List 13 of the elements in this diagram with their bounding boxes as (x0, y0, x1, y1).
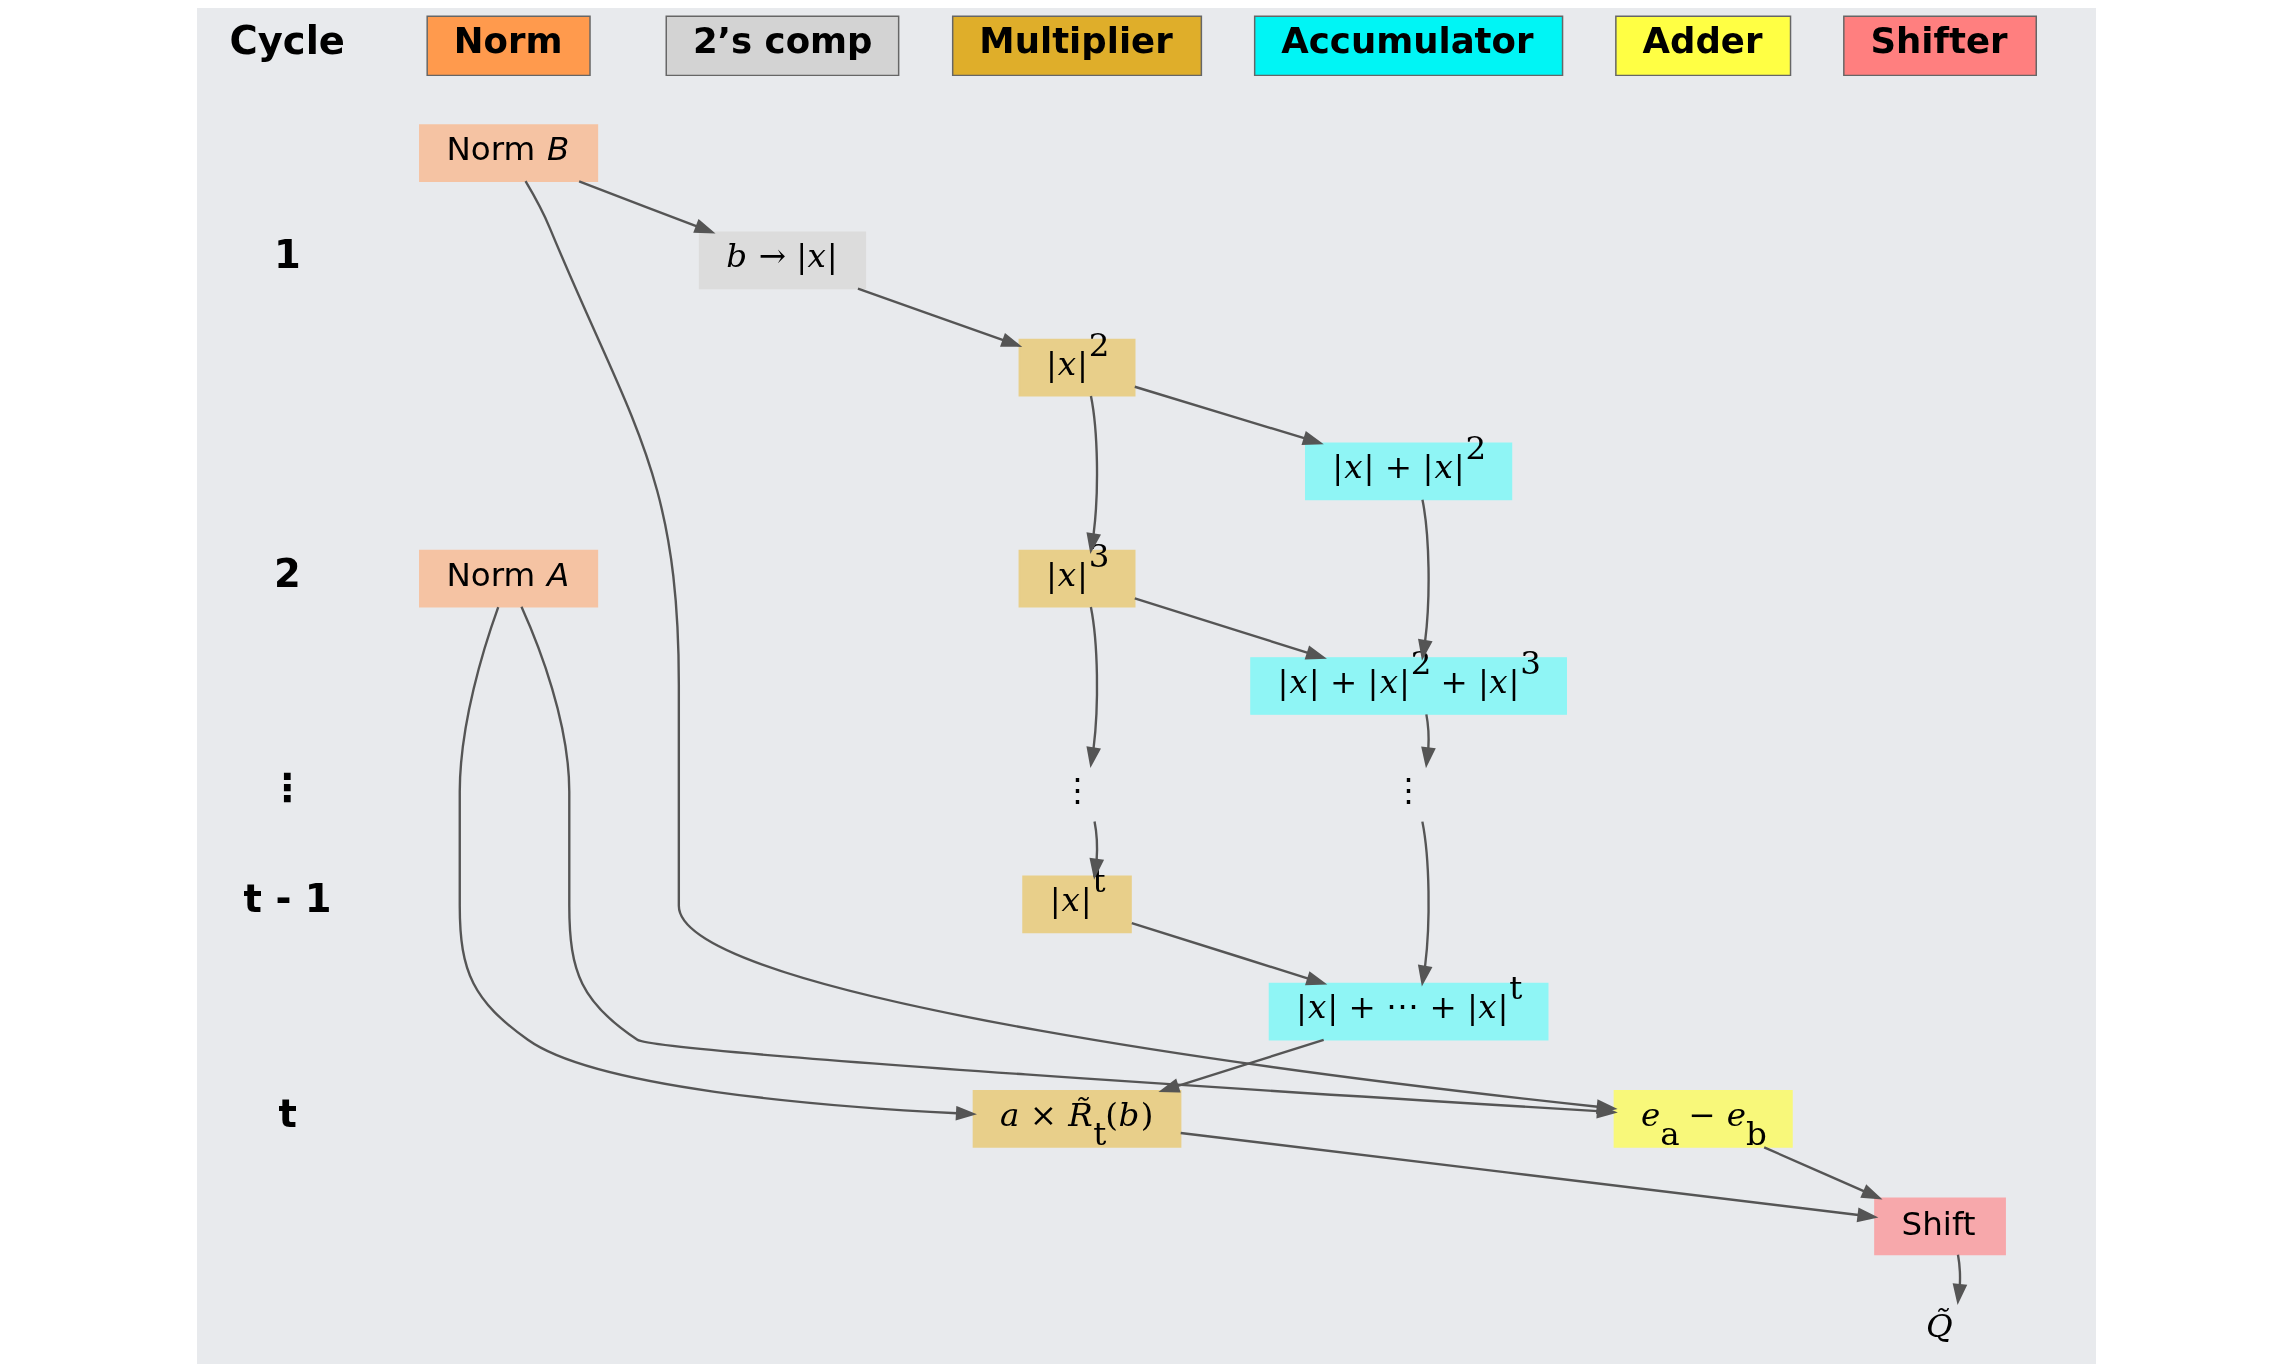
node-text: Q̃ (1925, 1306, 1953, 1345)
node-label: 2 (1088, 325, 1110, 364)
label: t - 1 (243, 876, 332, 922)
node-text: ⋮ (1060, 771, 1094, 810)
label: Cycle (229, 17, 345, 63)
node-label: 3 (1088, 536, 1110, 575)
node-label: 2 (1465, 429, 1487, 468)
label: t (278, 1090, 297, 1136)
node-label: t (1509, 969, 1523, 1008)
label: 1 (273, 232, 301, 278)
label: ⋮ (268, 765, 307, 811)
label: 2 (273, 550, 301, 596)
node-text: ⋮ (1392, 771, 1426, 810)
